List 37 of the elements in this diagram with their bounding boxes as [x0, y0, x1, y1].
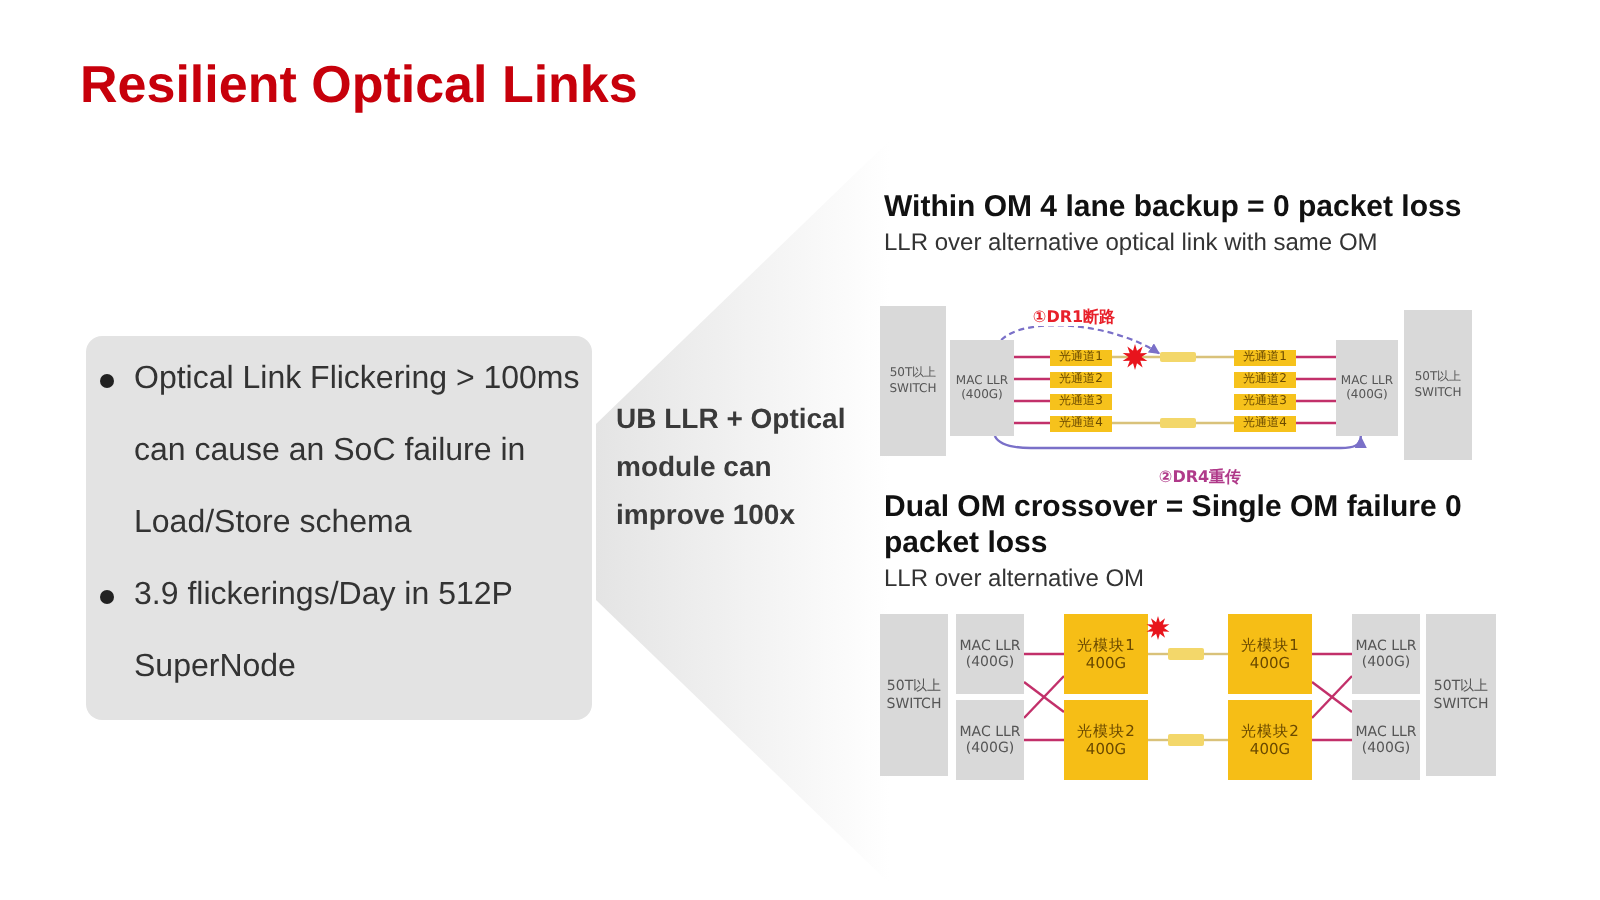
- link-line: [1196, 355, 1234, 359]
- link-line: [1312, 652, 1352, 656]
- link-line: [1296, 377, 1336, 381]
- slide-title: Resilient Optical Links: [80, 54, 638, 114]
- fiber-bar: [1168, 734, 1204, 746]
- link-line: [1112, 355, 1160, 359]
- arrow: [993, 435, 1366, 450]
- section-subtitle: LLR over alternative OM: [884, 564, 1147, 594]
- section-heading: Dual OM crossover = Single OM failure 0 packet loss: [884, 490, 1464, 562]
- link-line: [1112, 421, 1160, 425]
- link-line: [1014, 355, 1050, 359]
- link-line: [1014, 421, 1050, 425]
- link-line: [1148, 738, 1168, 742]
- link-line: [1296, 399, 1336, 403]
- link-line: [1014, 377, 1050, 381]
- section-heading: Within OM 4 lane backup = 0 packet loss: [884, 190, 1464, 226]
- fiber-bar: [1160, 352, 1196, 362]
- fiber-bar: [1160, 418, 1196, 428]
- link-line: [1024, 738, 1064, 742]
- section-subtitle: LLR over alternative optical link with same OM: [884, 228, 1380, 258]
- link-line: [1296, 421, 1336, 425]
- edge-label: ②DR4重传: [1156, 468, 1244, 486]
- fiber-bar: [1168, 648, 1204, 660]
- link-line: [1296, 355, 1336, 359]
- link-line: [1204, 652, 1228, 656]
- bullet-text: Optical Link Flickering > 100ms can cause an SoC failure in Load/Store schema: [134, 360, 582, 544]
- link-line: [1312, 738, 1352, 742]
- link-line: [1204, 738, 1228, 742]
- link-line: [1024, 652, 1064, 656]
- callout-text: UB LLR + Optical module can improve 100x: [616, 400, 848, 534]
- bullet-text: 3.9 flickerings/Day in 512P SuperNode: [134, 576, 515, 688]
- arrow: [1000, 324, 1161, 355]
- link-line: [1196, 421, 1234, 425]
- info-panel: [86, 336, 592, 720]
- edge-label: ①DR1断路: [1030, 308, 1118, 326]
- link-line: [1014, 399, 1050, 403]
- link-line: [1148, 652, 1168, 656]
